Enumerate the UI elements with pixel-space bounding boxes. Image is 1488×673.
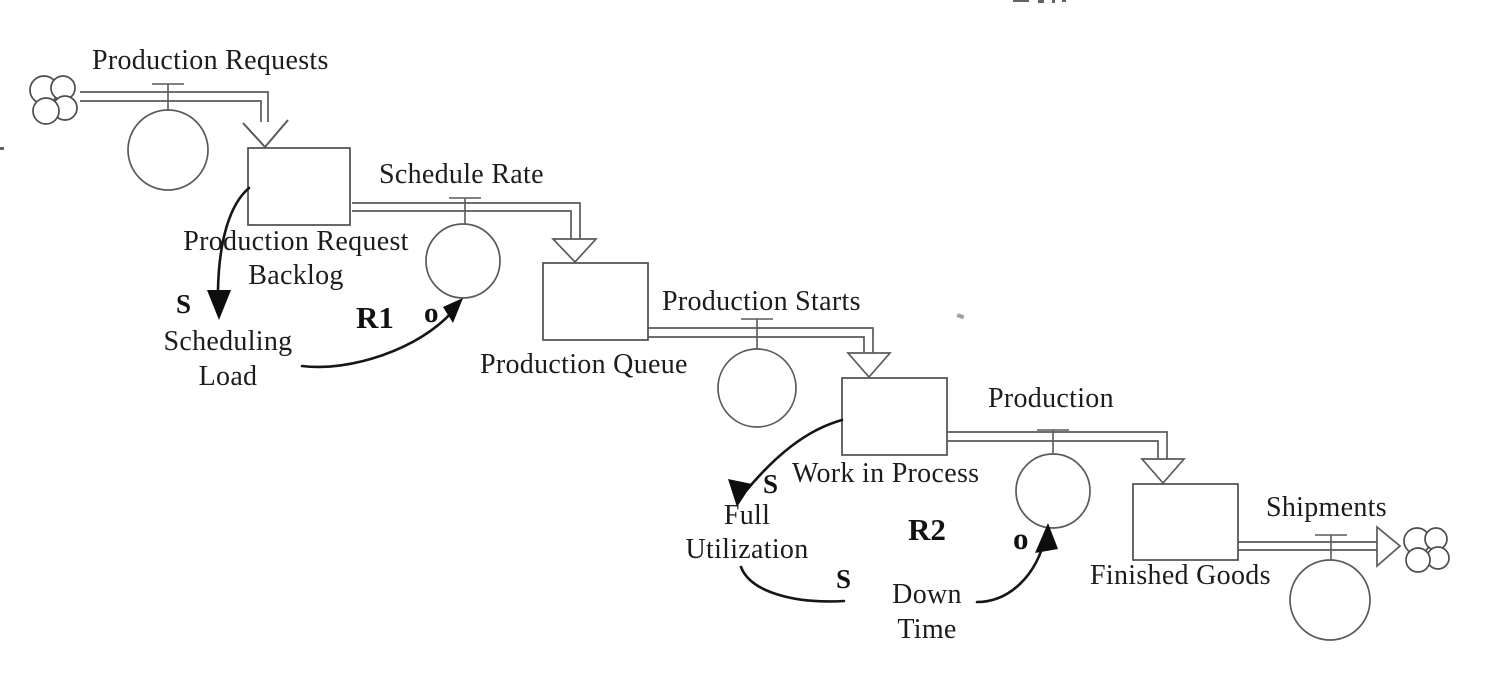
flow-pipe-production [947, 431, 1186, 485]
flow-arrowhead-down-icon [1140, 458, 1186, 485]
causal-arrow-backlog-to-scheduling-load [207, 186, 251, 320]
valve-icon-shipments [1289, 534, 1371, 641]
valve-icon-schedule-rate [425, 197, 501, 299]
polarity-s-backlog-to-load: S [176, 289, 192, 319]
arrowhead-up-right-icon [443, 298, 463, 323]
stock-box-production-request-backlog [247, 147, 351, 226]
aux-label-line: Scheduling [163, 326, 293, 357]
flow-pipe-shipments [1238, 525, 1402, 568]
loop-label-r1: R1 [356, 300, 394, 335]
aux-label-line: Utilization [685, 534, 809, 565]
aux-label-down-time: Down Time [876, 577, 978, 647]
aux-label-line: Full [723, 500, 771, 531]
aux-label-line: Time [897, 614, 957, 645]
stock-label-production-queue: Production Queue [480, 349, 688, 380]
polarity-s-wip-to-utilization: S [763, 469, 779, 499]
causal-arrow-scheduling-load-to-schedule-rate [300, 298, 463, 369]
aux-label-line: Load [198, 361, 258, 392]
aux-label-full-utilization: Full Utilization [680, 499, 814, 567]
stock-label-work-in-process: Work in Process [792, 458, 980, 489]
flow-pipe-production-requests [80, 91, 289, 149]
polarity-o-load-to-schedule-rate: o [424, 297, 439, 329]
flow-label-production: Production [988, 383, 1114, 414]
arrowhead-down-icon [207, 290, 231, 320]
valve-icon-production-requests [127, 83, 209, 191]
source-cloud-icon [29, 75, 78, 125]
flow-arrowhead-down-icon [551, 238, 598, 264]
stock-label-production-request-backlog: Production Request Backlog [168, 225, 424, 293]
loop-label-r2: R2 [908, 512, 946, 547]
aux-label-line: Down [892, 579, 962, 610]
sink-cloud-icon [1403, 527, 1450, 573]
stock-label-line: Backlog [248, 260, 344, 291]
flow-pipe-production-starts [648, 327, 892, 379]
polarity-s-utilization-to-downtime: S [836, 564, 852, 594]
causal-arrow-down-time-to-production [975, 523, 1058, 604]
arrowhead-up-icon [1035, 523, 1058, 553]
flow-arrowhead-down-icon [846, 352, 892, 379]
flow-label-production-starts: Production Starts [662, 286, 861, 317]
stock-label-line: Production Request [183, 226, 409, 257]
causal-arrow-wip-to-full-utilization [728, 418, 844, 507]
stock-label-finished-goods: Finished Goods [1090, 560, 1271, 591]
flow-arrowhead-down-icon [242, 119, 289, 149]
stock-box-production-queue [542, 262, 649, 341]
valve-icon-production [1015, 429, 1091, 529]
causal-arrow-full-utilization-to-down-time [739, 565, 846, 603]
aux-label-scheduling-load: Scheduling Load [148, 324, 308, 394]
scan-artifact [0, 0, 1066, 320]
flow-label-shipments: Shipments [1266, 492, 1387, 523]
flow-arrowhead-right-icon [1376, 525, 1402, 568]
valve-icon-production-starts [717, 318, 797, 428]
stock-box-work-in-process [841, 377, 948, 456]
flow-label-schedule-rate: Schedule Rate [379, 159, 544, 190]
flow-pipe-schedule-rate [352, 202, 598, 264]
stock-box-finished-goods [1132, 483, 1239, 561]
arrowhead-down-icon [728, 479, 752, 507]
polarity-o-downtime-to-production: o [1013, 521, 1029, 556]
flow-label-production-requests: Production Requests [92, 45, 329, 76]
